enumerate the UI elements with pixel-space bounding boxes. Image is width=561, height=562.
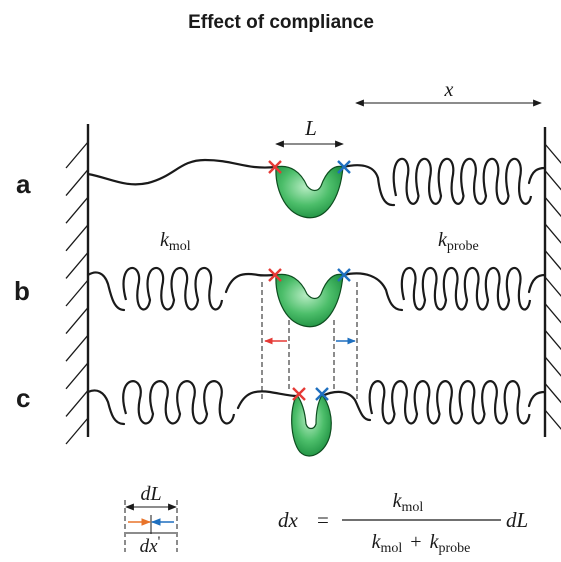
marker-blue-b: [337, 268, 351, 282]
wall-hatch-mark: [65, 362, 89, 390]
wall-hatch-mark: [544, 329, 561, 351]
wall-hatch-mark: [65, 196, 89, 224]
wall-hatch-mark: [65, 169, 89, 197]
wall-hatch-mark: [544, 143, 561, 164]
wall-hatch-mark: [544, 196, 561, 218]
wall-hatch-mark: [544, 276, 561, 297]
diagram-title: Effect of compliance: [188, 12, 374, 33]
row-label-a: a: [16, 169, 31, 199]
dashed-guides: [261, 282, 358, 400]
row-b-right-link: [527, 273, 547, 294]
wall-hatch-mark: [65, 141, 89, 169]
wall-hatch-mark: [544, 223, 561, 244]
L-label: L: [304, 116, 317, 140]
protein-b: [275, 273, 344, 328]
formula-numerator: kmol: [393, 490, 424, 515]
row-c-mid-left-link: [236, 390, 299, 410]
probe-spring-a: [392, 157, 533, 205]
wall-hatch-mark: [544, 249, 561, 271]
wall-hatch-mark: [65, 334, 89, 362]
protein-a: [275, 165, 344, 219]
row-b-left-link: [86, 271, 126, 312]
left-wall: [65, 124, 90, 445]
row-a-right-link: [527, 166, 547, 185]
row-c-mid-right-link: [320, 390, 372, 422]
row-c-right-link: [527, 390, 547, 408]
probe-spring-c: [368, 380, 531, 425]
wall-hatch-mark: [65, 251, 89, 279]
wall-hatch-mark: [544, 356, 561, 377]
x-label: x: [444, 79, 454, 101]
marker-blue-c: [315, 387, 329, 401]
formula-rhs: dL: [506, 508, 528, 532]
k-probe-label: kprobe: [438, 229, 479, 254]
formula-denominator: kmol+kprobe: [372, 531, 471, 556]
compliance-formula: dx = kmol kmol+kprobe dL: [278, 490, 528, 556]
formula-equals: =: [317, 508, 329, 532]
marker-red-a: [268, 160, 282, 174]
wall-hatch-mark: [544, 409, 561, 430]
dL-legend-arrows: [124, 500, 178, 552]
wall-hatch-mark: [65, 417, 89, 445]
wall-hatch-mark: [65, 389, 89, 417]
dL-label: dL: [140, 483, 161, 505]
marker-red-c: [292, 387, 306, 401]
wall-hatch-mark: [544, 170, 561, 191]
wall-hatch-mark: [65, 224, 89, 252]
wall-hatch-mark: [544, 303, 561, 324]
row-b-mid-right-link: [341, 272, 404, 312]
row-b-mid-left-link: [224, 272, 278, 294]
row-label-c: c: [16, 383, 30, 413]
k-mol-label: kmol: [160, 229, 191, 254]
wall-hatch-mark: [65, 307, 89, 335]
probe-spring-b: [400, 267, 532, 311]
right-wall: [543, 127, 561, 437]
row-a-tether: [86, 158, 396, 207]
wall-hatch-mark: [65, 279, 89, 307]
row-c-left-link: [86, 389, 126, 426]
formula-lhs: dx: [278, 508, 299, 532]
dx-prime-label: dx': [140, 534, 161, 557]
mol-spring-b: [122, 267, 224, 311]
mol-spring-c: [122, 380, 236, 425]
row-label-b: b: [14, 276, 30, 306]
protein-c: [291, 393, 332, 457]
wall-hatch-mark: [544, 382, 561, 404]
marker-blue-a: [337, 160, 351, 174]
marker-red-b: [268, 268, 282, 282]
